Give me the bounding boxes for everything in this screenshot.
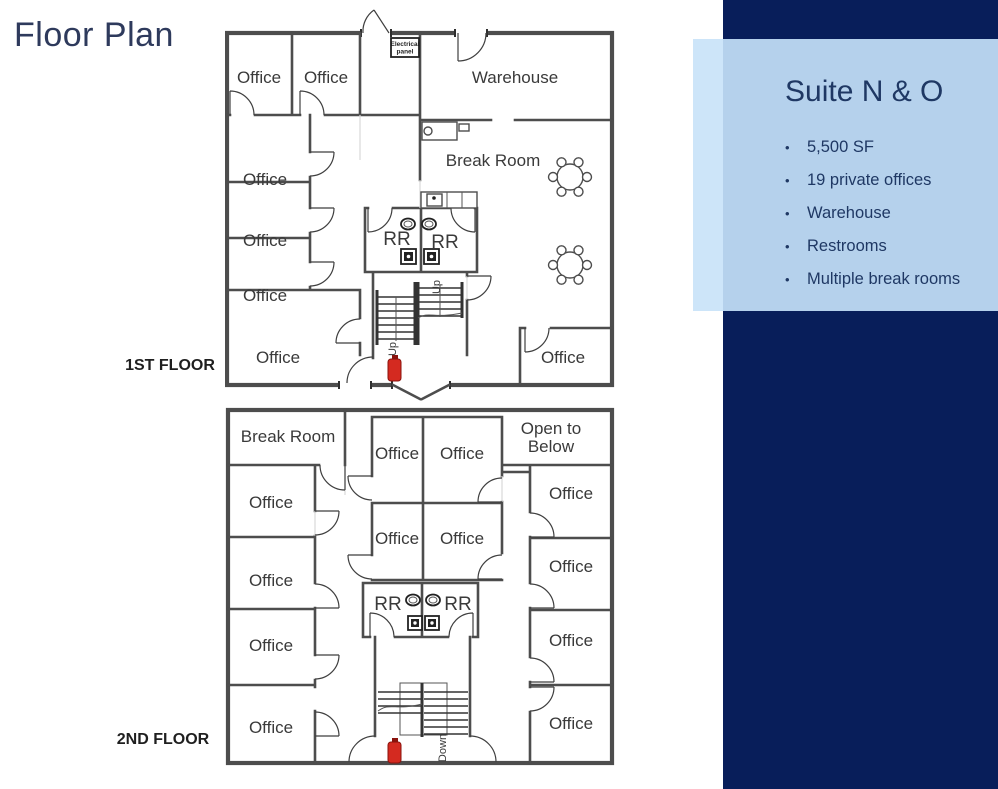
- round-table: [547, 245, 593, 285]
- room-label-office: Office: [243, 170, 287, 189]
- room-label-break-room: Break Room: [241, 427, 335, 446]
- kitchenette-sink: [420, 191, 478, 209]
- floor2-plan: Break Room Open to Below Office Office O…: [225, 407, 615, 766]
- feature-text: Warehouse: [807, 204, 891, 222]
- feature-text: 19 private offices: [807, 171, 932, 189]
- list-item: • 19 private offices: [785, 164, 960, 197]
- room-label-break-room: Break Room: [446, 151, 540, 170]
- restroom-toilets: [407, 615, 440, 631]
- room-label-office: Office: [256, 348, 300, 367]
- suite-info-panel: Suite N & O • 5,500 SF • 19 private office…: [693, 39, 998, 311]
- floor1-plan: Electrical panel: [225, 9, 615, 401]
- room-label-restroom: RR: [374, 594, 401, 615]
- room-label-restroom: RR: [444, 594, 471, 615]
- kitchen-counter: [421, 121, 470, 141]
- room-label-office: Office: [304, 68, 348, 87]
- room-label-office: Office: [237, 68, 281, 87]
- fire-extinguisher: [387, 355, 402, 382]
- door-arcs: [314, 464, 555, 763]
- room-label-office: Office: [549, 631, 593, 650]
- list-item: • Warehouse: [785, 197, 960, 230]
- floor2-label: 2ND FLOOR: [116, 731, 210, 748]
- room-label-office: Office: [375, 444, 419, 463]
- list-item: • Multiple break rooms: [785, 263, 960, 296]
- room-label-office: Office: [249, 718, 293, 737]
- restroom-sinks: [400, 217, 437, 231]
- room-label-office: Office: [249, 493, 293, 512]
- fire-extinguisher: [387, 738, 402, 764]
- bullet-icon: •: [785, 140, 790, 155]
- bullet-icon: •: [785, 173, 790, 188]
- room-label-restroom: RR: [431, 232, 458, 253]
- room-label-open-to-below: Below: [528, 437, 575, 456]
- list-item: • 5,500 SF: [785, 131, 960, 164]
- feature-text: 5,500 SF: [807, 138, 874, 156]
- svg-text:Electrical: Electrical: [391, 41, 420, 48]
- electrical-panel: Electrical panel: [390, 37, 420, 58]
- restroom-sinks: [405, 593, 441, 607]
- door-arcs: [229, 9, 550, 384]
- room-label-office: Office: [541, 348, 585, 367]
- suite-title: Suite N & O: [785, 75, 944, 108]
- stair-direction-label: Up: [431, 280, 443, 294]
- room-label-office: Office: [549, 484, 593, 503]
- room-label-office: Office: [249, 571, 293, 590]
- round-table: [547, 157, 593, 197]
- svg-text:panel: panel: [397, 49, 414, 56]
- floor1-label: 1ST FLOOR: [125, 357, 215, 374]
- page-title: Floor Plan: [14, 16, 174, 54]
- room-label-open-to-below: Open to: [521, 419, 582, 438]
- list-item: • Restrooms: [785, 230, 960, 263]
- bullet-icon: •: [785, 239, 790, 254]
- bullet-icon: •: [785, 272, 790, 287]
- restroom-toilets: [400, 248, 440, 265]
- room-label-office: Office: [549, 714, 593, 733]
- staircase: [375, 282, 464, 345]
- floor1-interior-walls: [225, 31, 614, 387]
- feature-text: Restrooms: [807, 237, 887, 255]
- stair-direction-label: Up: [387, 342, 399, 356]
- floor2-interior-walls: [226, 408, 614, 765]
- room-label-office: Office: [243, 231, 287, 250]
- room-label-restroom: RR: [383, 229, 410, 250]
- room-label-office: Office: [549, 557, 593, 576]
- staircase: [377, 682, 468, 737]
- bullet-icon: •: [785, 206, 790, 221]
- suite-feature-list: • 5,500 SF • 19 private offices • Warehouse…: [785, 131, 960, 296]
- room-label-office: Office: [440, 444, 484, 463]
- room-label-office: Office: [249, 636, 293, 655]
- room-label-office: Office: [243, 286, 287, 305]
- feature-text: Multiple break rooms: [807, 270, 961, 288]
- panel-left-highlight: [693, 39, 723, 311]
- room-label-office: Office: [375, 529, 419, 548]
- room-label-warehouse: Warehouse: [472, 68, 558, 87]
- room-label-office: Office: [440, 529, 484, 548]
- double-entry-door: [391, 383, 451, 401]
- stair-direction-label: Down: [437, 734, 449, 762]
